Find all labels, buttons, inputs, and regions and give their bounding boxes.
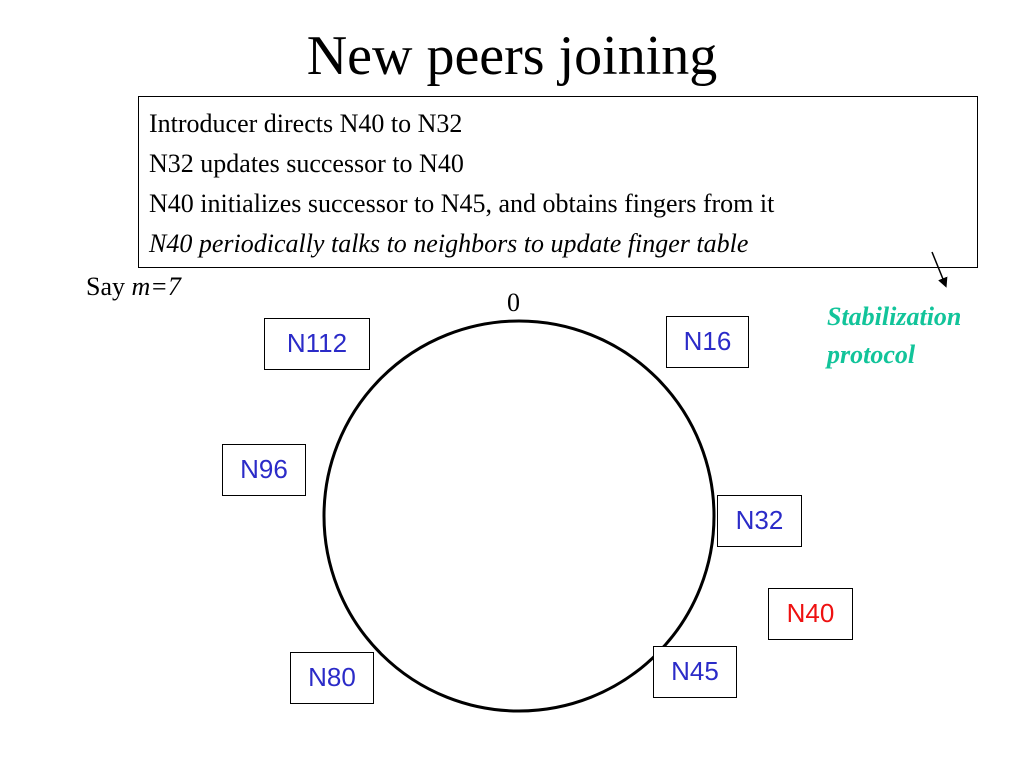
ring-zero-label: 0 — [507, 288, 520, 317]
step-line-introducer: Introducer directs N40 to N32 — [149, 109, 463, 138]
callout-arrow — [931, 251, 948, 288]
steps-box: Introducer directs N40 to N32 N32 update… — [138, 96, 978, 268]
node-n112: N112 — [264, 318, 370, 370]
node-n32: N32 — [717, 495, 802, 547]
node-n45: N45 — [653, 646, 737, 698]
node-n40-joining: N40 — [768, 588, 853, 640]
callout-line-1: Stabilization — [827, 302, 962, 331]
chord-ring — [322, 319, 716, 713]
node-n96: N96 — [222, 444, 306, 496]
assumption-prefix: Say — [86, 272, 125, 301]
callout-line-2: protocol — [827, 340, 916, 369]
stabilization-callout: Stabilization protocol — [827, 298, 961, 374]
node-n80: N80 — [290, 652, 374, 704]
step-line-periodic: N40 periodically talks to neighbors to u… — [149, 229, 749, 258]
page-title: New peers joining — [306, 25, 718, 87]
step-line-n32-update: N32 updates successor to N40 — [149, 149, 464, 178]
assumption-label: Say m=7 — [86, 270, 181, 304]
step-line-n40-init: N40 initializes successor to N45, and ob… — [149, 189, 775, 218]
node-n16: N16 — [666, 316, 749, 368]
assumption-param: m=7 — [131, 272, 181, 301]
